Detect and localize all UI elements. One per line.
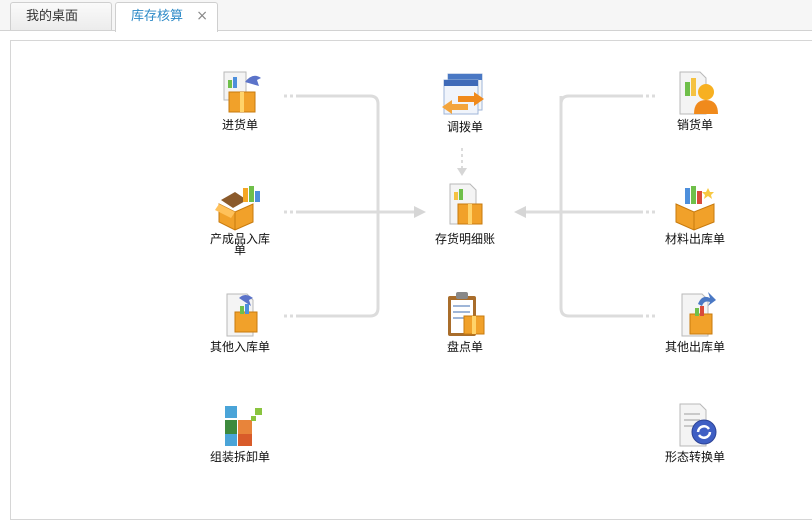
other-in-label: 其他入库单 <box>209 340 270 354</box>
arrow-head-right <box>514 206 526 218</box>
sales-order-item[interactable]: 销货单 <box>655 68 735 131</box>
blocks-icon <box>213 400 267 454</box>
assembly-label: 组装拆卸单 <box>209 450 270 464</box>
form-convert-item[interactable]: 形态转换单 <box>655 400 735 463</box>
tab-inventory-accounting[interactable]: 库存核算 × <box>115 2 218 32</box>
doc-box-out-icon <box>668 290 722 344</box>
finished-goods-in-label: 产成品入库单 <box>209 232 270 257</box>
other-out-item[interactable]: 其他出库单 <box>655 290 735 353</box>
finished-goods-in-item[interactable]: 产成品入库单 <box>200 182 280 256</box>
open-box-chart-icon <box>213 182 267 236</box>
ledger-box-icon <box>438 182 492 236</box>
arrow-head-down <box>457 168 467 176</box>
arrow-head-left <box>414 206 426 218</box>
tab-my-desktop[interactable]: 我的桌面 <box>10 2 112 30</box>
transfer-arrows-icon <box>438 70 492 124</box>
box-chart-star-icon <box>668 182 722 236</box>
tab-label: 库存核算 <box>131 9 184 24</box>
main-panel <box>10 40 812 520</box>
tab-label: 我的桌面 <box>26 9 79 24</box>
purchase-order-label: 进货单 <box>221 118 258 132</box>
inventory-ledger-label: 存货明细账 <box>434 232 495 246</box>
stocktake-item[interactable]: 盘点单 <box>425 290 505 353</box>
other-in-item[interactable]: 其他入库单 <box>200 290 280 353</box>
purchase-order-item[interactable]: 进货单 <box>200 68 280 131</box>
box-in-icon <box>213 68 267 122</box>
doc-refresh-icon <box>668 400 722 454</box>
flow-line-left <box>296 94 380 318</box>
sales-order-label: 销货单 <box>676 118 713 132</box>
tab-bar: 我的桌面 库存核算 × <box>0 0 812 32</box>
form-convert-label: 形态转换单 <box>664 450 725 464</box>
close-icon[interactable]: × <box>196 8 208 24</box>
assembly-item[interactable]: 组装拆卸单 <box>200 400 280 463</box>
material-out-item[interactable]: 材料出库单 <box>655 182 735 245</box>
other-out-label: 其他出库单 <box>664 340 725 354</box>
doc-person-icon <box>668 68 722 122</box>
material-out-label: 材料出库单 <box>664 232 725 246</box>
doc-box-in-icon <box>213 290 267 344</box>
clipboard-box-icon <box>438 290 492 344</box>
stocktake-label: 盘点单 <box>446 340 483 354</box>
transfer-label: 调拨单 <box>446 120 483 134</box>
inventory-ledger-item[interactable]: 存货明细账 <box>425 182 505 245</box>
flow-line-right <box>559 94 640 318</box>
transfer-item[interactable]: 调拨单 <box>425 70 505 133</box>
